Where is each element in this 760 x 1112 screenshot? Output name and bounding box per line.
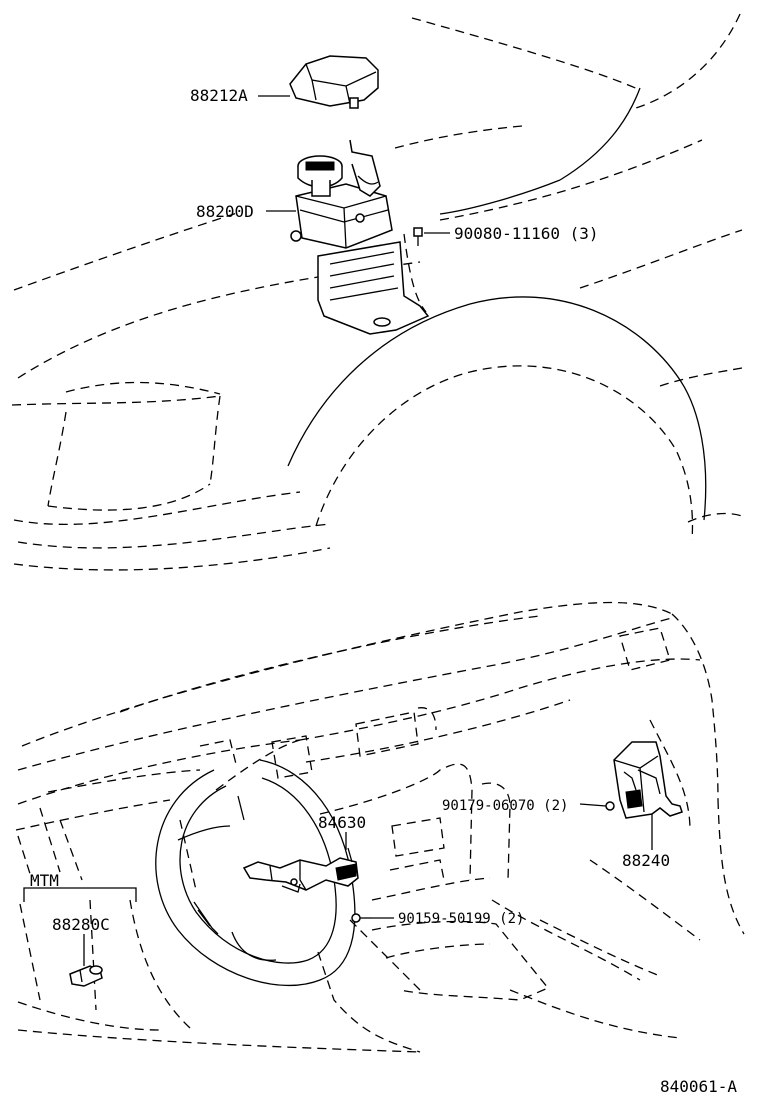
leader-lines-upper	[258, 95, 450, 234]
label-90179: 90179-06070 (2)	[442, 798, 568, 814]
label-90159: 90159-50199 (2)	[398, 911, 524, 927]
part-88200D-actuator	[290, 139, 430, 335]
leader-lines-lower	[83, 803, 653, 966]
part-84630-switch	[242, 847, 359, 893]
label-88200D: 88200D	[196, 202, 254, 221]
part-88212A-cover	[289, 55, 379, 109]
figure-code: 840061-A	[660, 1077, 737, 1096]
label-mtm: MTM	[30, 871, 59, 890]
car-body-upper-outline	[11, 13, 743, 571]
label-88280C: 88280C	[52, 915, 110, 934]
part-90159-screw	[351, 913, 372, 923]
part-88240-module	[605, 741, 683, 819]
label-88212A: 88212A	[190, 86, 248, 105]
label-88240: 88240	[622, 851, 670, 870]
label-90080: 90080-11160 (3)	[454, 224, 599, 243]
mtm-bracket	[23, 887, 137, 902]
steering-wheel	[155, 759, 356, 987]
instrument-panel-outline	[15, 601, 745, 1053]
part-90080-bolt	[413, 227, 423, 246]
part-88280C-clip	[69, 965, 103, 987]
label-84630: 84630	[318, 813, 366, 832]
